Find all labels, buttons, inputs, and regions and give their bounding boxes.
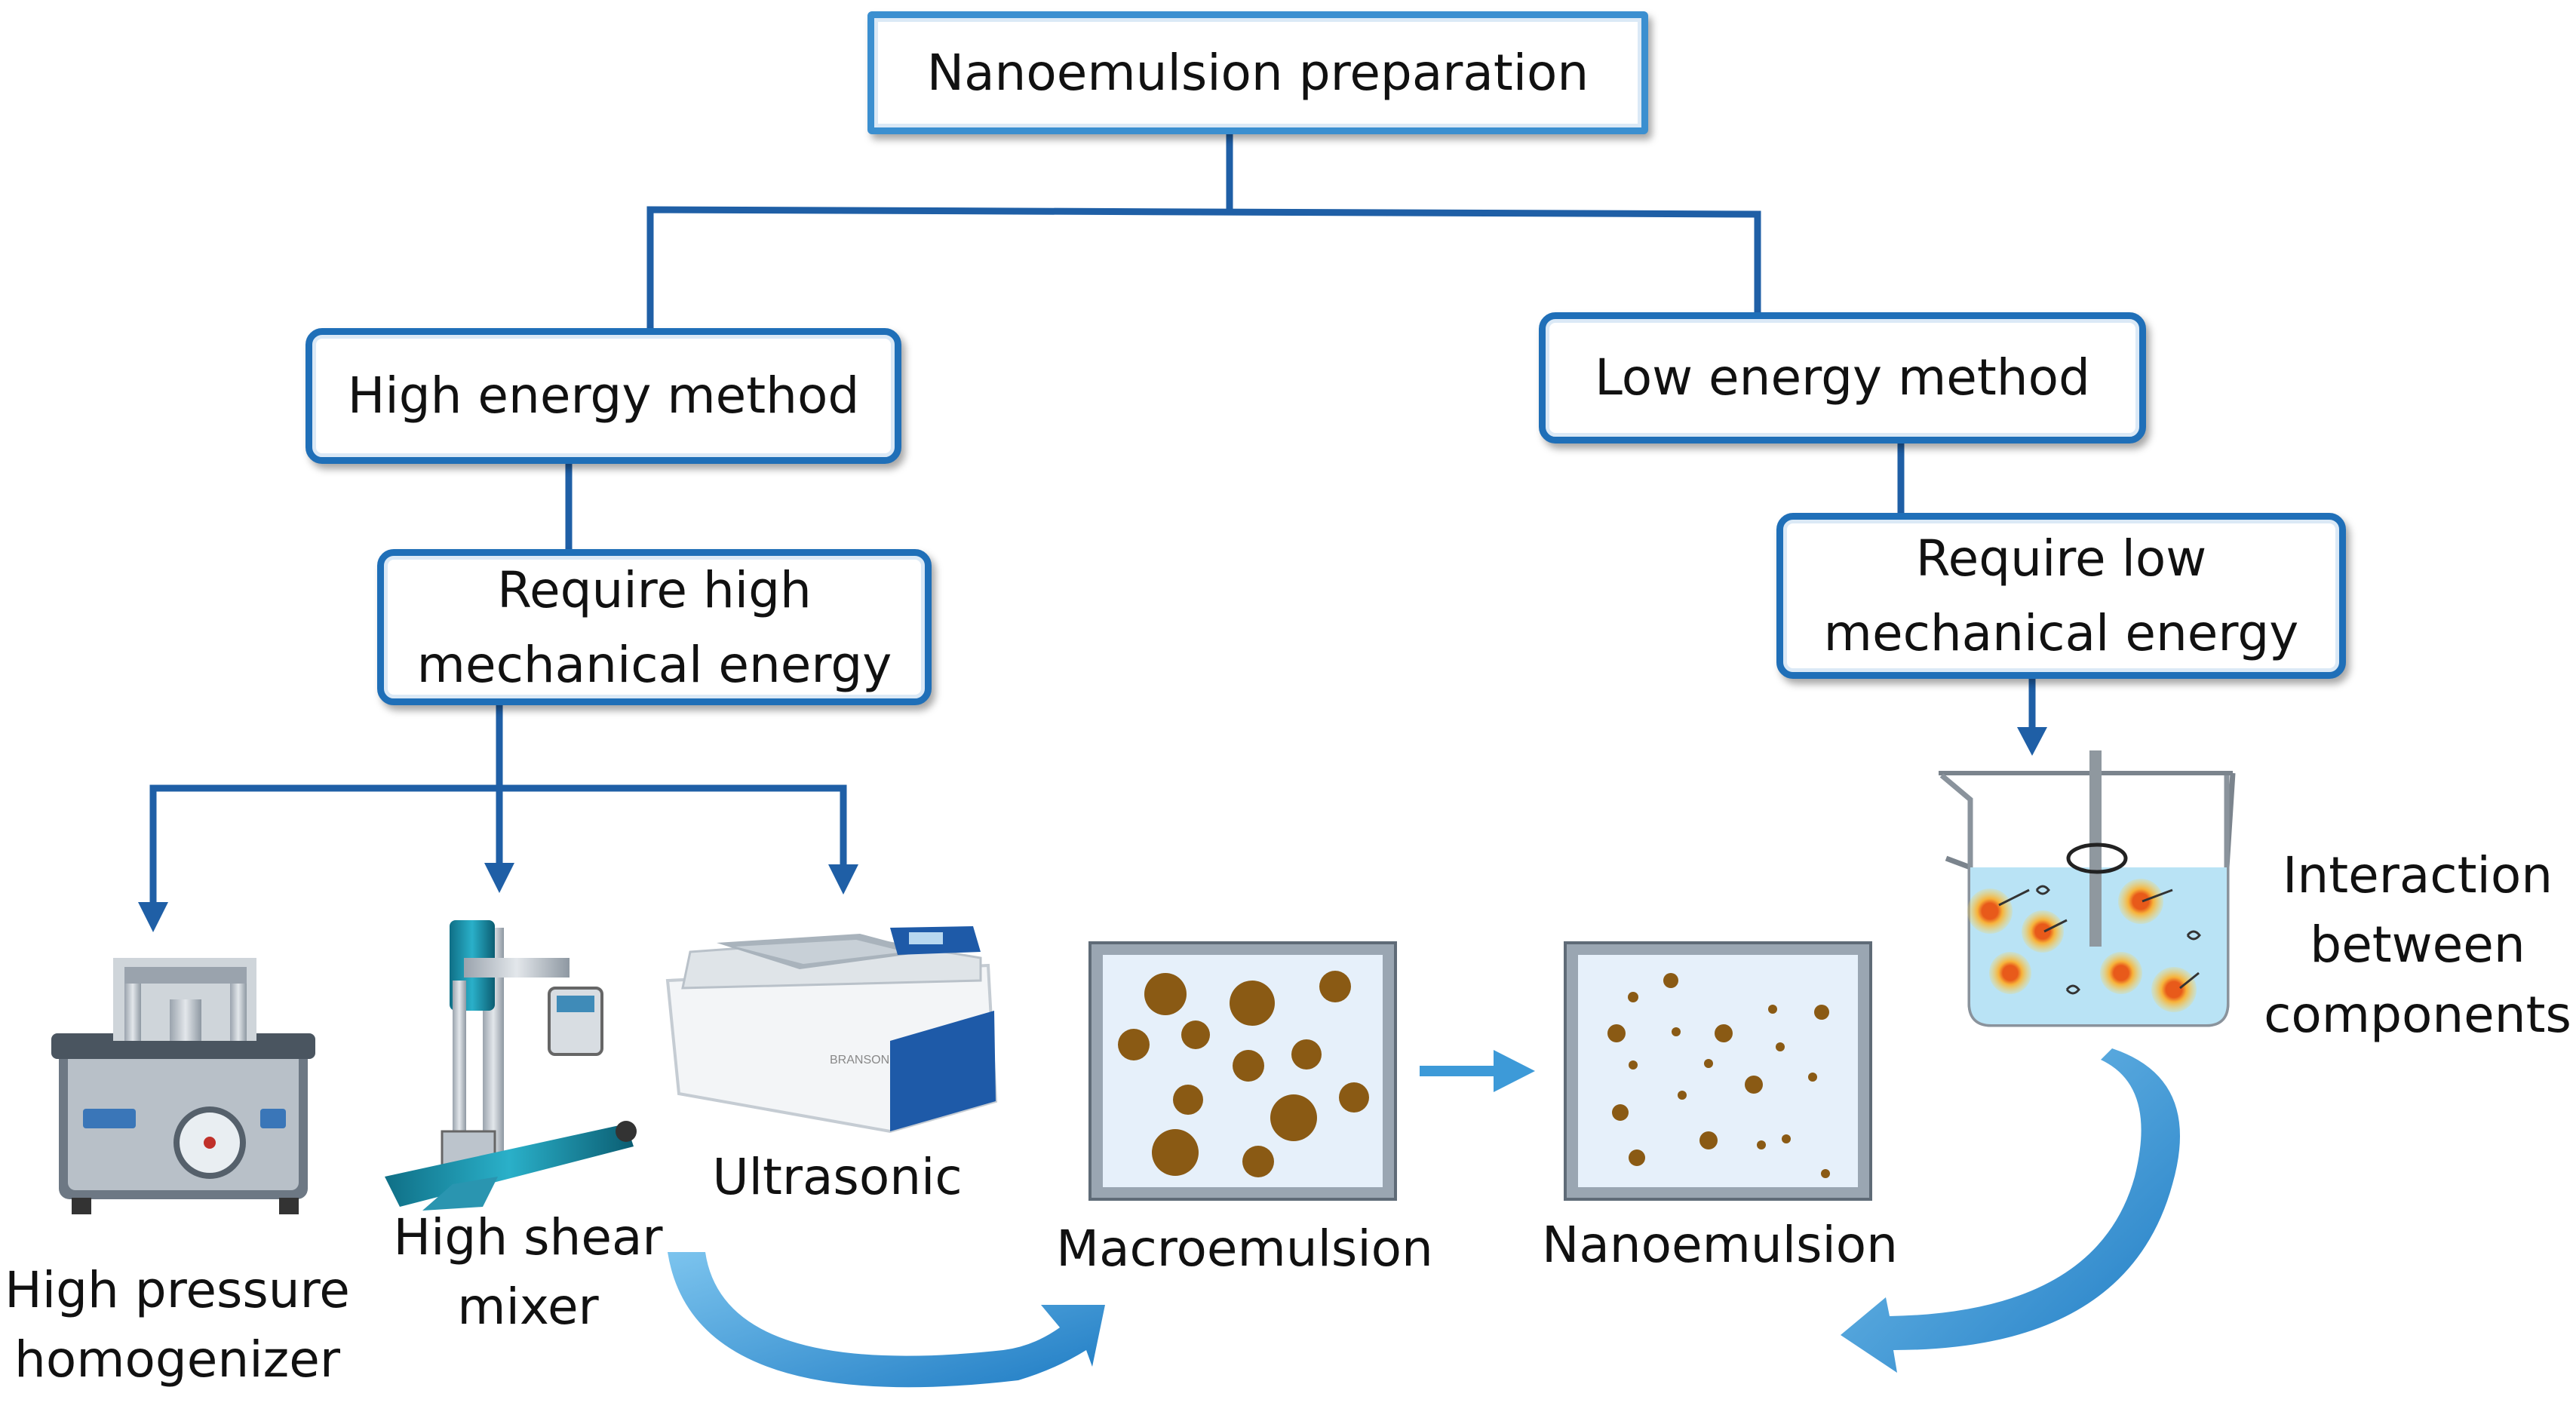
ultrasonic-label-text: Ultrasonic [712,1148,963,1206]
ultrasonic-illustration: BRANSON [665,926,998,1134]
ultrasonic-label: Ultrasonic [679,1143,996,1212]
interaction-label-line-1: Interaction [2282,846,2553,904]
curved-arrow-to-macro [668,1252,1105,1388]
beaker-molecules [1998,885,2201,995]
nanoemulsion-label: Nanoemulsion [1535,1211,1905,1280]
svg-text:BRANSON: BRANSON [830,1054,889,1067]
require-low-energy-box: Require low mechanical energy [1776,513,2346,679]
require-low-line-2: mechanical energy [1823,604,2299,662]
arrow-head-ultrasonic [828,864,858,895]
interaction-label-line-3: components [2264,985,2571,1044]
interaction-label: Interaction between components [2263,841,2572,1050]
low-energy-down-arrow [2017,679,2047,756]
shear-mixer-label-line-2: mixer [457,1278,599,1337]
macroemulsion-panel [1088,941,1397,1201]
macroemulsion-label: Macroemulsion [1056,1214,1433,1284]
curved-arrow-to-nano [1841,1048,2180,1373]
low-energy-label: Low energy method [1595,348,2090,407]
nanoemulsion-label-text: Nanoemulsion [1541,1216,1899,1274]
device-arrow-heads [138,863,858,932]
interaction-label-line-2: between [2310,916,2525,974]
shear-mixer-illustration [385,920,637,1211]
require-low-line-1: Require low [1915,529,2207,588]
macroemulsion-label-text: Macroemulsion [1056,1220,1433,1278]
beaker-illustration [1939,750,2236,1027]
high-energy-label: High energy method [347,367,860,425]
shear-mixer-label-line-1: High shear [393,1208,663,1266]
high-energy-method-box: High energy method [305,328,901,464]
homogenizer-label-line-1: High pressure [5,1261,350,1319]
require-high-energy-box: Require high mechanical energy [377,549,932,705]
homogenizer-label-line-2: homogenizer [14,1330,340,1389]
root-label: Nanoemulsion preparation [926,43,1589,102]
beaker-droplets [1967,879,2197,1012]
macro-droplets [1118,971,1369,1177]
homogenizer-illustration [51,958,315,1214]
arrow-head-homogenizer [138,902,168,932]
macro-to-nano-arrow [1420,1050,1535,1092]
low-energy-method-box: Low energy method [1539,312,2146,443]
root-box-nanoemulsion-preparation: Nanoemulsion preparation [867,11,1648,134]
shear-mixer-label: High shear mixer [377,1203,679,1343]
require-high-line-1: Require high [497,560,812,619]
require-high-line-2: mechanical energy [416,635,892,694]
homogenizer-label: High pressure homogenizer [0,1256,355,1395]
tree-connectors [565,134,1905,549]
nanoemulsion-panel [1564,941,1872,1201]
device-branch-arrows [149,705,847,905]
arrow-head-shear-mixer [484,863,514,893]
nano-droplets [1607,973,1830,1178]
